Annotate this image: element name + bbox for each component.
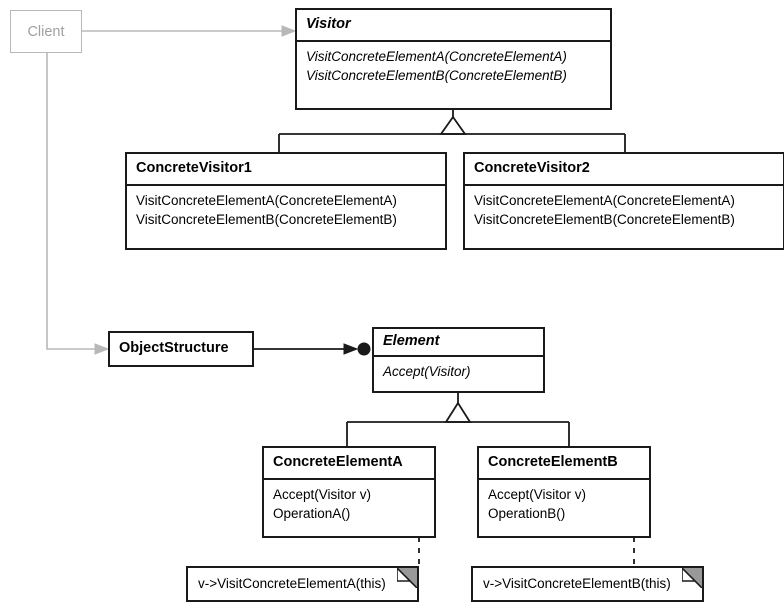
operation-item: VisitConcreteElementB(ConcreteElementB) xyxy=(136,211,397,227)
operation-item: Accept(Visitor v) xyxy=(488,486,587,502)
class-box-concretevisitor1[interactable]: ConcreteVisitor1 VisitConcreteElementA(C… xyxy=(125,152,447,250)
class-operations-concretevisitor1: VisitConcreteElementA(ConcreteElementA) … xyxy=(127,186,445,235)
class-box-visitor[interactable]: Visitor VisitConcreteElementA(ConcreteEl… xyxy=(295,8,612,110)
class-name-objectstructure: ObjectStructure xyxy=(119,340,229,357)
operation-item: VisitConcreteElementA(ConcreteElementA) xyxy=(474,192,735,208)
class-box-concreteelementb[interactable]: ConcreteElementB Accept(Visitor v) Opera… xyxy=(477,446,651,538)
class-operations-visitor: VisitConcreteElementA(ConcreteElementA) … xyxy=(297,42,610,91)
note-text-a: v->VisitConcreteElementA(this) xyxy=(198,576,386,591)
operation-item: VisitConcreteElementB(ConcreteElementB) xyxy=(474,211,735,227)
class-divider xyxy=(297,39,610,42)
class-operations-concretevisitor2: VisitConcreteElementA(ConcreteElementA) … xyxy=(465,186,783,235)
note-box-b[interactable]: v->VisitConcreteElementB(this) xyxy=(471,566,704,602)
class-name-concretevisitor2: ConcreteVisitor2 xyxy=(474,160,590,176)
operation-item: VisitConcreteElementA(ConcreteElementA) xyxy=(306,48,567,64)
class-box-objectstructure[interactable]: ObjectStructure xyxy=(108,331,254,367)
class-name-concretevisitor1: ConcreteVisitor1 xyxy=(136,160,252,176)
edge-client-to-visitor xyxy=(82,25,297,37)
class-box-element[interactable]: Element Accept(Visitor) xyxy=(372,327,545,393)
class-divider xyxy=(127,183,445,186)
edge-aggregation-objectstructure-element xyxy=(253,342,371,356)
operation-item: VisitConcreteElementA(ConcreteElementA) xyxy=(136,192,397,208)
note-fold-corner-icon xyxy=(682,568,702,588)
operation-item: OperationA() xyxy=(273,505,351,521)
class-name-client: Client xyxy=(27,23,65,40)
class-box-concretevisitor2[interactable]: ConcreteVisitor2 VisitConcreteElementA(C… xyxy=(463,152,784,250)
class-operations-element: Accept(Visitor) xyxy=(374,357,543,387)
operation-item: VisitConcreteElementB(ConcreteElementB) xyxy=(306,67,567,83)
class-name-visitor: Visitor xyxy=(306,16,351,32)
class-name-concreteelementa: ConcreteElementA xyxy=(273,454,403,470)
class-divider xyxy=(374,354,543,357)
class-name-concreteelementb: ConcreteElementB xyxy=(488,454,618,470)
class-operations-concreteelementb: Accept(Visitor v) OperationB() xyxy=(479,480,649,529)
class-name-element: Element xyxy=(383,333,440,349)
note-box-a[interactable]: v->VisitConcreteElementA(this) xyxy=(186,566,419,602)
class-box-concreteelementa[interactable]: ConcreteElementA Accept(Visitor v) Opera… xyxy=(262,446,436,538)
note-text-b: v->VisitConcreteElementB(this) xyxy=(483,576,671,591)
class-divider xyxy=(479,477,649,480)
class-box-client[interactable]: Client xyxy=(10,10,82,53)
operation-item: Accept(Visitor v) xyxy=(273,486,372,502)
edge-client-to-objectstructure xyxy=(46,52,110,355)
edge-generalization-element xyxy=(346,392,570,446)
note-fold-corner-icon xyxy=(397,568,417,588)
class-divider xyxy=(465,183,783,186)
class-operations-concreteelementa: Accept(Visitor v) OperationA() xyxy=(264,480,434,529)
edge-generalization-visitor xyxy=(278,110,626,152)
operation-item: Accept(Visitor) xyxy=(383,363,471,379)
class-divider xyxy=(264,477,434,480)
operation-item: OperationB() xyxy=(488,505,566,521)
